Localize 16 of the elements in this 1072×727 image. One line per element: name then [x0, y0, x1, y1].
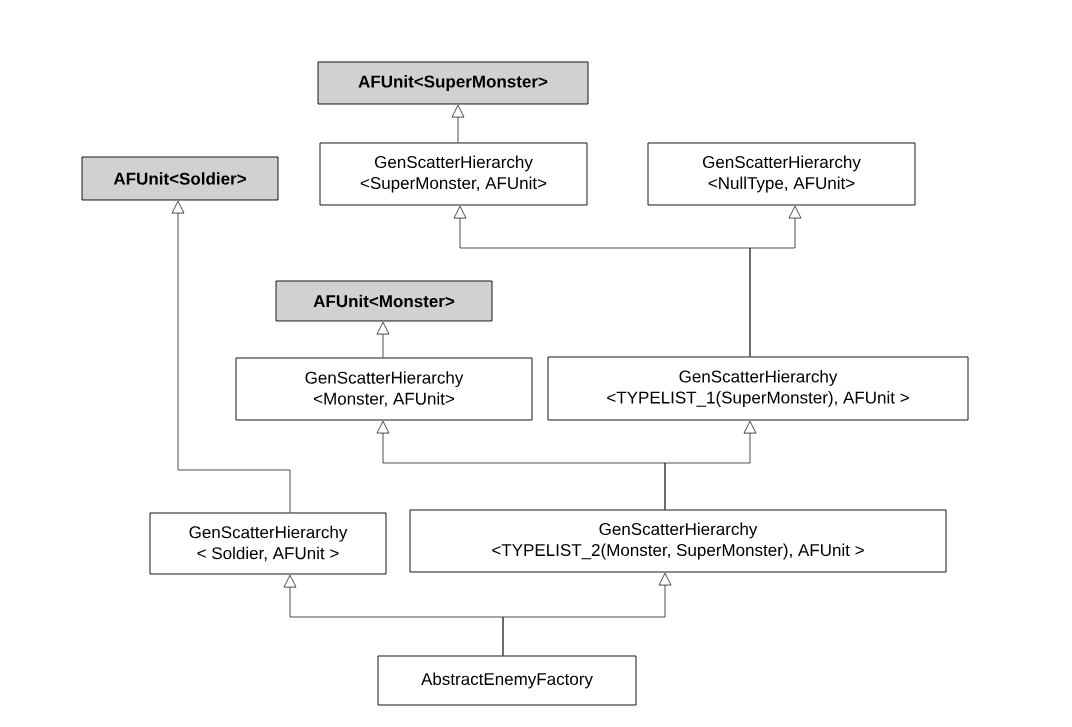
inheritance-arrow	[749, 205, 802, 357]
class-box: GenScatterHierarchy < Soldier, AFUnit >	[149, 512, 387, 575]
inheritance-arrow	[171, 200, 291, 513]
class-box: GenScatterHierarchy <NullType, AFUnit>	[647, 142, 916, 206]
inheritance-arrow	[451, 104, 465, 143]
class-box: GenScatterHierarchy <Monster, AFUnit>	[235, 357, 533, 421]
class-box: AFUnit<SuperMonster>	[317, 61, 589, 105]
inheritance-arrow	[502, 572, 672, 656]
inheritance-arrow	[376, 321, 390, 358]
class-box: GenScatterHierarchy <TYPELIST_2(Monster, SuperMonster), AFUnit >	[409, 509, 947, 573]
class-box: AbstractEnemyFactory	[377, 655, 637, 706]
class-box: GenScatterHierarchy <TYPELIST_1(SuperMonster), AFUnit >	[547, 356, 969, 421]
inheritance-arrow	[664, 420, 757, 510]
class-box: AFUnit<Soldier>	[81, 156, 279, 201]
class-box: GenScatterHierarchy <SuperMonster, AFUnit>	[319, 142, 588, 206]
class-box: AFUnit<Monster>	[275, 280, 493, 322]
